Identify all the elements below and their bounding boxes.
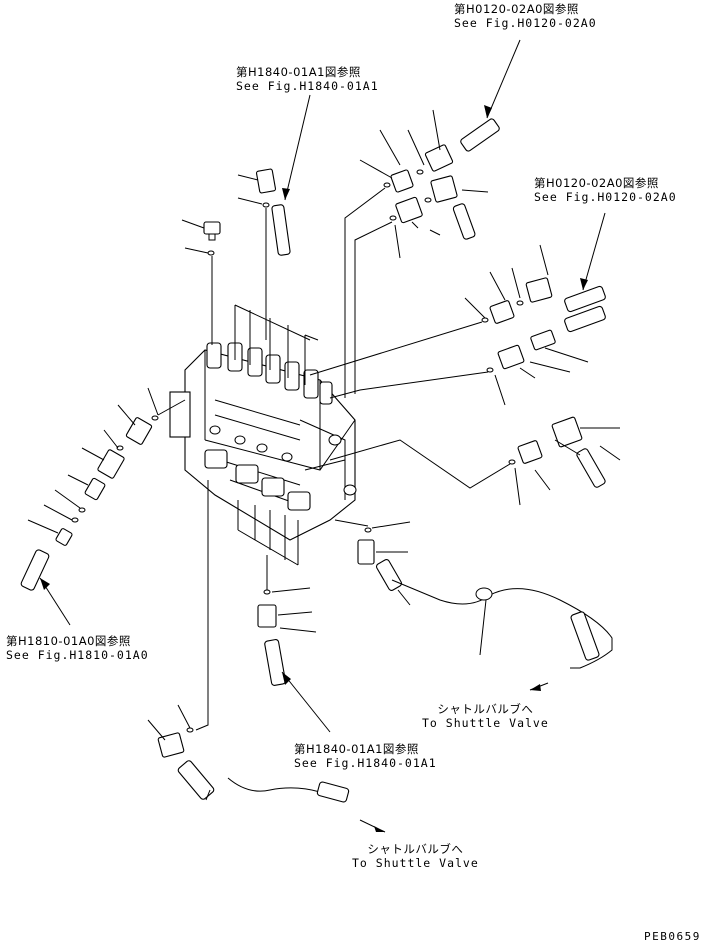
left-side-fittings	[20, 387, 186, 591]
reference-note-h1810-left: 第H1810-01A0図参照 See Fig.H1810-01A0	[6, 634, 149, 662]
reference-arrows	[39, 39, 606, 833]
bottom-center-fittings	[257, 555, 317, 686]
top-right-fittings	[344, 109, 500, 398]
reference-note-h0120-right: 第H0120-02A0図参照 See Fig.H0120-02A0	[534, 176, 677, 204]
upper-center-fittings	[237, 168, 291, 340]
shuttle-valve-note-bottom: シャトルバルブへ To Shuttle Valve	[352, 842, 479, 870]
right-middle-fittings	[309, 244, 606, 406]
shuttle-valve-note-right: シャトルバルブへ To Shuttle Valve	[422, 702, 549, 730]
right-shuttle-hose	[334, 519, 613, 669]
spool-callout-lines	[234, 304, 319, 566]
control-valve-block	[169, 342, 357, 541]
top-bolt-group	[181, 219, 221, 345]
reference-note-h1840-bottom: 第H1840-01A1図参照 See Fig.H1840-01A1	[294, 742, 437, 770]
reference-note-h1840-top: 第H1840-01A1図参照 See Fig.H1840-01A1	[236, 65, 379, 93]
reference-note-h0120-top: 第H0120-02A0図参照 See Fig.H0120-02A0	[454, 2, 597, 30]
right-lower-fittings	[329, 416, 621, 506]
bottom-shuttle-hose	[147, 480, 350, 803]
drawing-code: PEB0659	[644, 930, 701, 943]
